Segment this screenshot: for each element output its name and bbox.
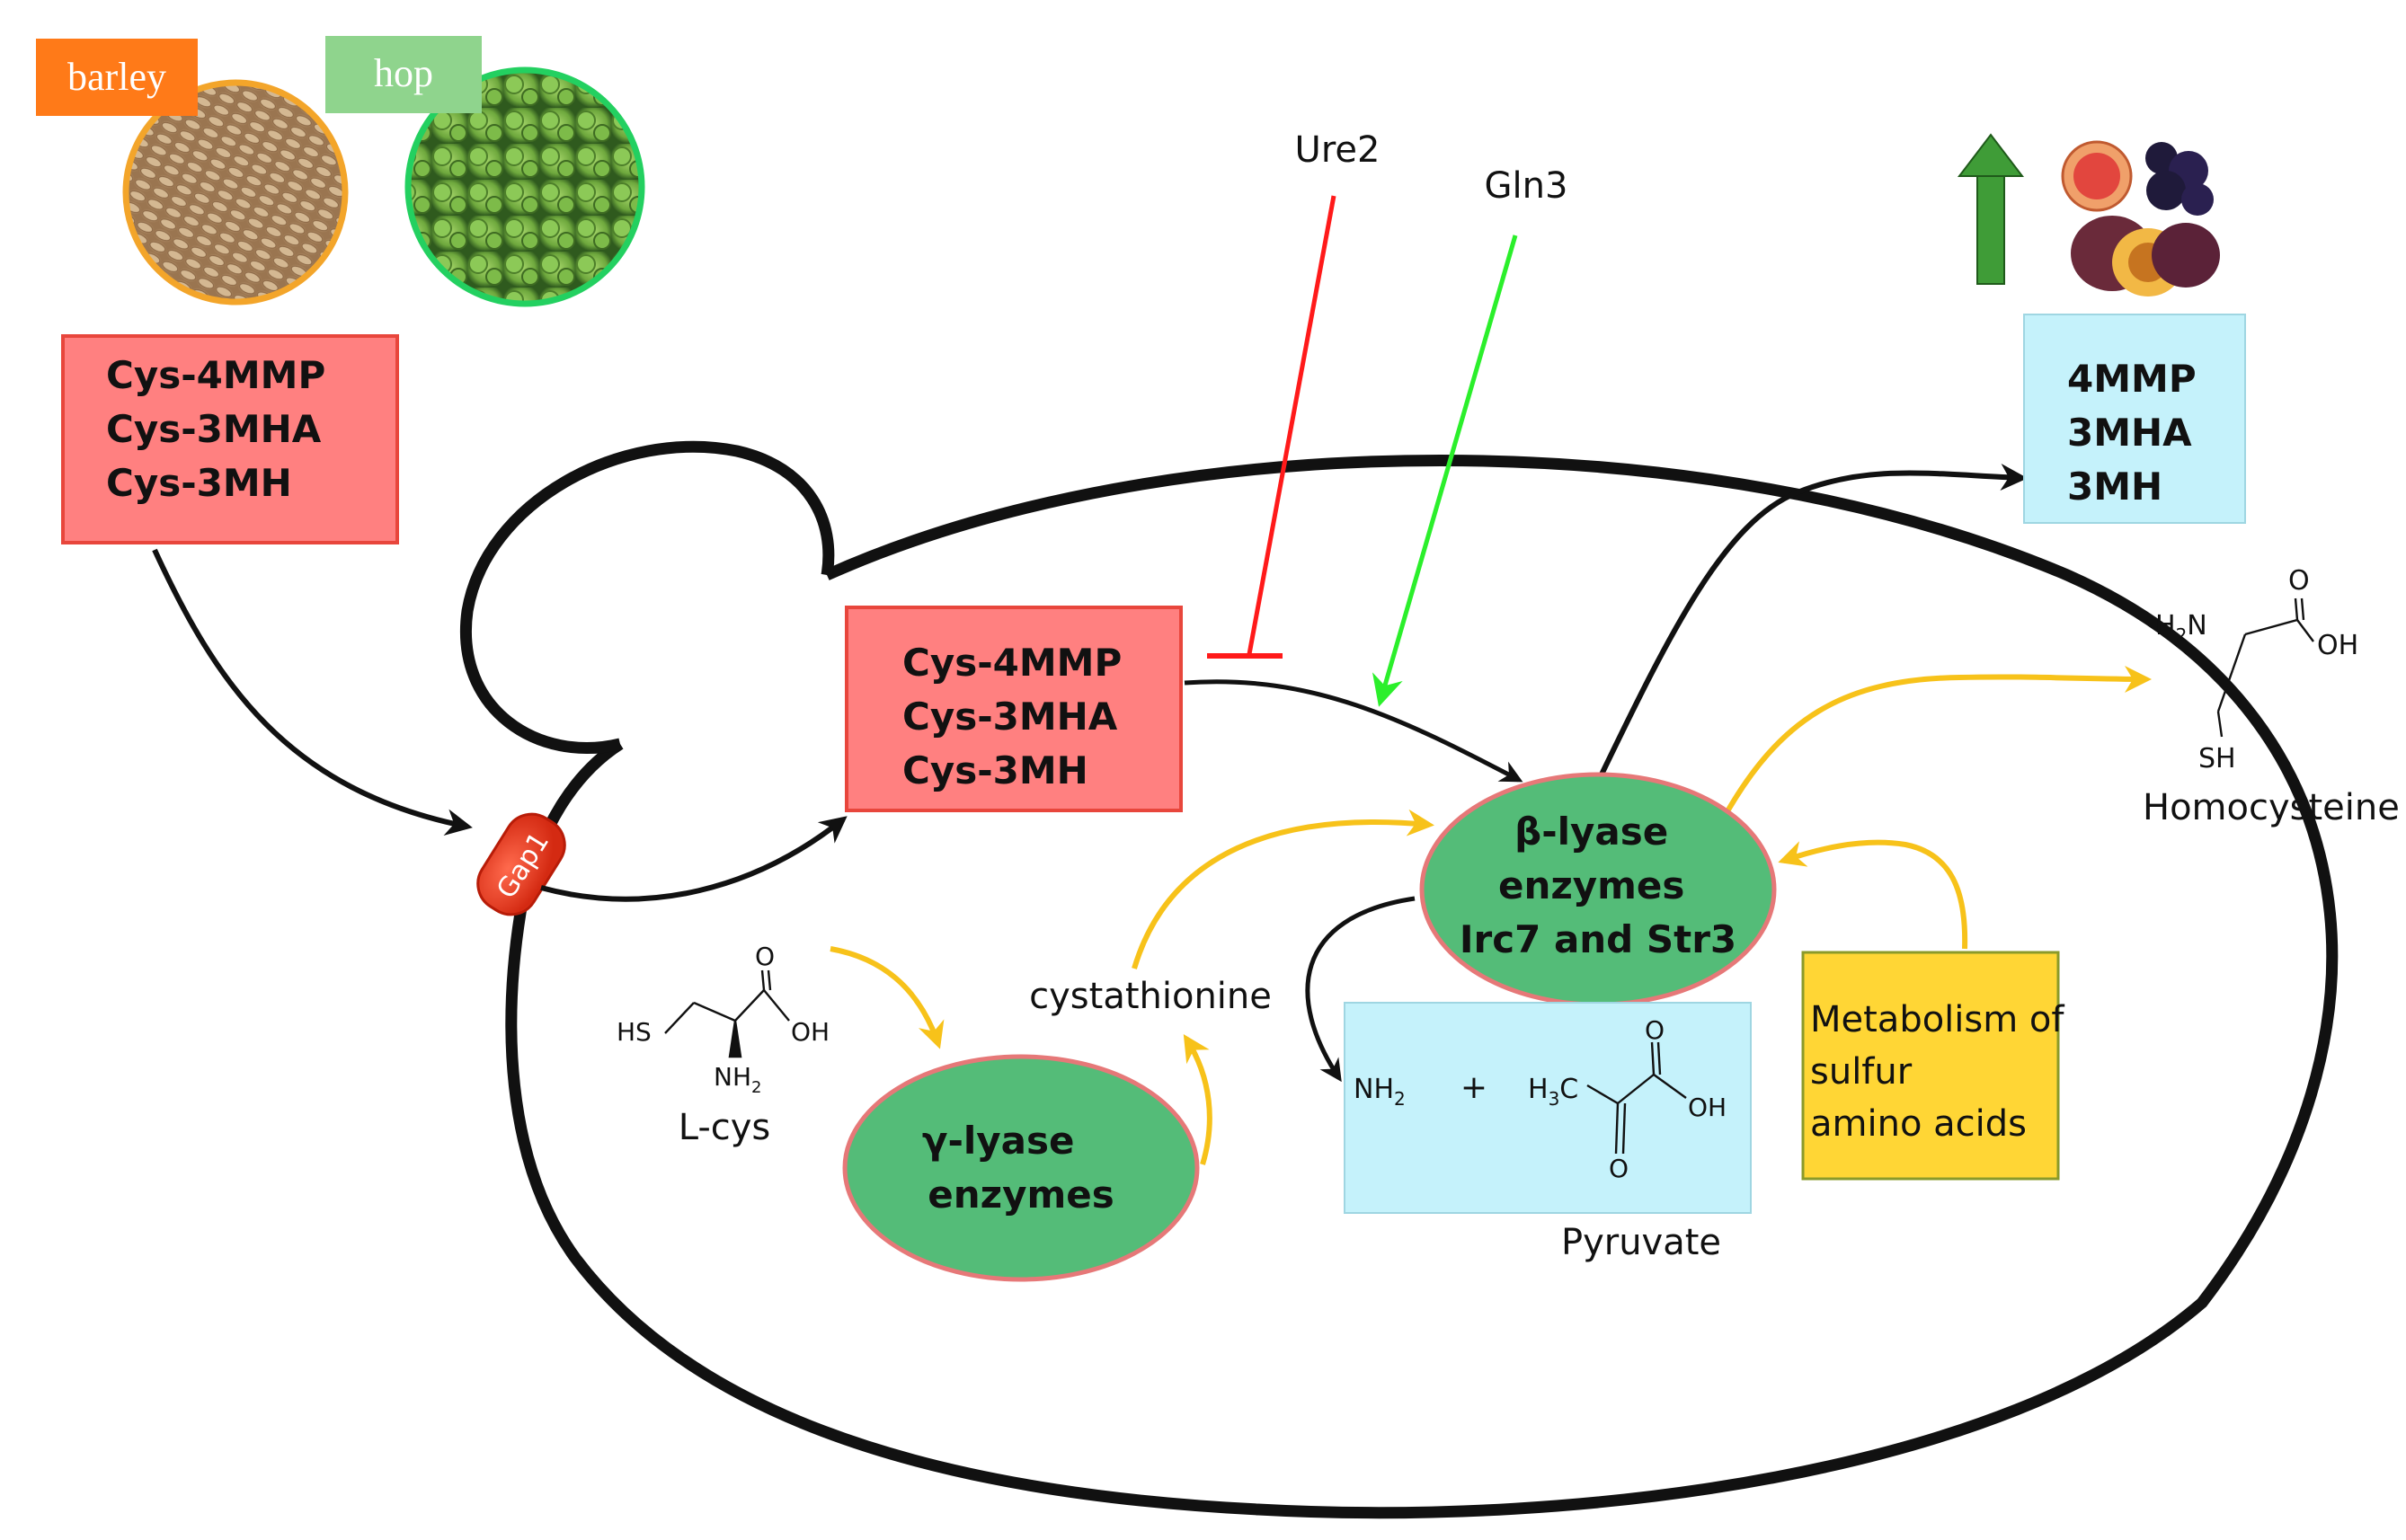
hop-tag xyxy=(325,36,482,113)
bud-membrane xyxy=(460,440,835,754)
homocysteine-o: O xyxy=(2288,565,2310,597)
cystathionine-arrow xyxy=(1132,809,1434,969)
pyruvate-box xyxy=(1344,1002,1752,1214)
ure2-inhibition-line xyxy=(1247,195,1336,655)
barley-label: barley xyxy=(67,55,166,99)
sulfur-metabolism-box xyxy=(1801,951,2060,1181)
beta-lyase-label: β-lyase enzymes Irc7 and Str3 xyxy=(1460,810,1736,961)
homocysteine-structure xyxy=(2216,597,2314,738)
release-arrow xyxy=(1597,464,2028,780)
precursor-list-inside: Cys-4MMP Cys-3MHA Cys-3MH xyxy=(902,641,1135,792)
lcys-to-gamma-arrow xyxy=(830,946,945,1049)
l-cys-hs: HS xyxy=(617,1017,652,1047)
l-cys-oh: OH xyxy=(791,1017,830,1047)
precursor-box-outside xyxy=(61,334,399,544)
l-cys-o: O xyxy=(755,942,775,971)
l-cys-nh2: NH2 xyxy=(714,1062,761,1097)
sulfur-metabolism-label: Metabolism of sulfur amino acids xyxy=(1810,999,2075,1145)
l-cys-label: L-cys xyxy=(679,1107,771,1148)
deamination-arrow xyxy=(1305,896,1416,1083)
pyruvate-structure xyxy=(1586,1041,1687,1155)
gamma-lyase-label: γ-lyase enzymes xyxy=(922,1119,1114,1217)
pyruvate-o-top: O xyxy=(1645,1015,1665,1045)
pyruvate-h3c: H3C xyxy=(1528,1074,1578,1110)
gln3-label: Gln3 xyxy=(1485,165,1568,207)
homocysteine-sh: SH xyxy=(2198,743,2236,774)
hop-image xyxy=(404,66,645,307)
thiol-box xyxy=(2023,314,2246,524)
gln3-activation-arrow xyxy=(1372,235,1518,707)
cell-membrane xyxy=(505,455,2339,1519)
homocysteine-arrow xyxy=(1721,665,2152,819)
gamma-lyase-oval xyxy=(842,1054,1200,1282)
barley-image xyxy=(122,79,349,305)
sulfur-metabolism-arrow xyxy=(1778,839,1968,950)
thiol-list: 4MMP 3MHA 3MH xyxy=(2067,357,2209,509)
gap1-transporter: Gap1 xyxy=(476,812,566,916)
precursor-list-outside: Cys-4MMP Cys-3MHA Cys-3MH xyxy=(106,353,339,505)
precursor-box-inside xyxy=(845,606,1183,812)
pyruvate-o-bottom: O xyxy=(1609,1154,1629,1183)
l-cys-structure xyxy=(664,969,790,1058)
homocysteine-label: Homocysteine xyxy=(2143,787,2400,828)
cleavage-arrow xyxy=(1184,679,1523,783)
membrane-gap xyxy=(963,1426,971,1449)
increase-arrow-icon xyxy=(1957,133,2025,285)
barley-tag xyxy=(36,39,198,116)
pyruvate-label: Pyruvate xyxy=(1561,1222,1721,1263)
hop-label: hop xyxy=(374,51,433,95)
fruit-icon xyxy=(2061,140,2220,296)
plus-sign: + xyxy=(1460,1069,1487,1106)
ammonia-label: NH2 xyxy=(1354,1074,1406,1110)
ure2-label: Ure2 xyxy=(1295,129,1381,171)
homocysteine-oh: OH xyxy=(2317,630,2358,661)
pyruvate-oh: OH xyxy=(1688,1093,1727,1122)
gamma-to-cystathionine-arrow xyxy=(1183,1033,1212,1165)
homocysteine-h2n: H2N xyxy=(2155,610,2207,646)
import-arrow xyxy=(152,548,473,836)
cystathionine-label: cystathionine xyxy=(1029,976,1272,1017)
transport-arrow xyxy=(540,816,848,902)
